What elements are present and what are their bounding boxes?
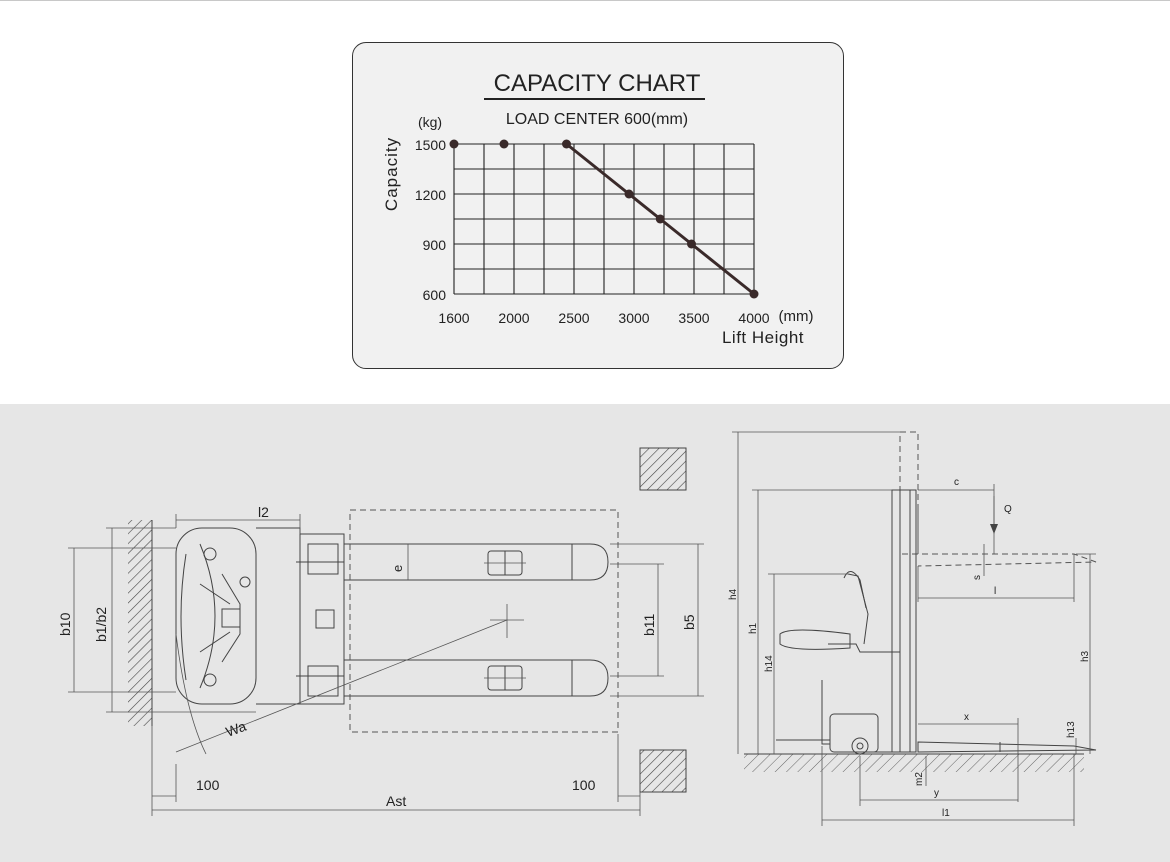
fork-lower [343, 659, 609, 697]
dim-label-h3: h3 [1080, 650, 1091, 662]
dim-label-b1-b2: b1/b2 [93, 607, 109, 642]
series-point [749, 289, 759, 299]
dim-label-q: Q [1004, 504, 1012, 515]
y-tick-label: 1500 [415, 137, 446, 153]
dim-label-l2: l2 [258, 504, 269, 520]
dim-label-b5: b5 [681, 614, 697, 630]
dimension-drawing-panel: Wa l2 b10 b1/b2 e b11 [0, 404, 1170, 862]
dim-label-b10: b10 [57, 612, 73, 636]
ground-hatch [744, 754, 1084, 772]
dim-label-b11: b11 [641, 613, 657, 636]
dim-label-h14: h14 [764, 655, 775, 672]
dim-label-l1: l1 [942, 808, 950, 819]
x-axis-label: Lift Height [722, 328, 804, 347]
chart-title: CAPACITY CHART [494, 70, 701, 97]
dim-label-x: x [964, 712, 969, 723]
chart-series [449, 139, 759, 299]
dim-label-ast: Ast [386, 793, 406, 809]
chart-subtitle: LOAD CENTER 600(mm) [506, 111, 688, 128]
capacity-chart: CAPACITY CHART LOAD CENTER 600(mm) (kg) … [382, 70, 814, 347]
x-unit-label: (mm) [779, 308, 814, 325]
y-axis-label: Capacity [382, 137, 401, 211]
dim-label-h1: h1 [748, 622, 759, 634]
series-point [499, 139, 509, 149]
series-point [562, 139, 571, 149]
plan-view: Wa l2 b10 b1/b2 e b11 [57, 447, 704, 816]
truck-body-outline [175, 527, 257, 705]
y-tick-label: 600 [423, 287, 447, 303]
y-tick-label: 900 [423, 237, 447, 253]
dim-label-h13: h13 [1066, 721, 1077, 738]
chart-tick-labels: 600 900 1200 1500 1600 2000 2500 3000 3500 4000 [415, 137, 770, 326]
y-unit-label: (kg) [418, 114, 442, 130]
series-point [449, 139, 459, 149]
wall-hatch-left [128, 520, 152, 726]
x-tick-label: 2000 [498, 310, 529, 326]
x-tick-label: 3000 [618, 310, 649, 326]
x-tick-label: 3500 [678, 310, 709, 326]
chart-grid [453, 143, 755, 295]
dim-label-c: c [954, 477, 959, 488]
pallet-dashed [349, 509, 619, 733]
dim-label-wa: Wa [224, 718, 249, 740]
y-tick-label: 1200 [415, 187, 446, 203]
wall-hatch-bottom-right [639, 749, 687, 793]
top-rule [0, 0, 1170, 1]
dim-label-h4: h4 [728, 588, 739, 600]
dim-label-e: e [390, 565, 405, 572]
dim-label-100-right: 100 [572, 777, 596, 793]
x-tick-label: 2500 [558, 310, 589, 326]
dim-label-y: y [934, 788, 939, 799]
capacity-chart-card: CAPACITY CHART LOAD CENTER 600(mm) (kg) … [352, 42, 844, 369]
side-view: h4 h1 h14 c Q s l [728, 431, 1097, 826]
x-tick-label: 4000 [738, 310, 769, 326]
fork-upper [343, 543, 609, 581]
dim-label-s: s [972, 575, 983, 580]
dimension-drawings: Wa l2 b10 b1/b2 e b11 [57, 431, 1097, 826]
series-point [687, 239, 696, 249]
dim-label-l: l [994, 586, 996, 597]
series-point [655, 214, 665, 224]
series-point [624, 189, 634, 199]
wall-hatch-top-right [639, 447, 687, 491]
dim-label-m2: m2 [914, 772, 925, 786]
mast-extended-dashed [899, 431, 919, 555]
dim-label-100-left: 100 [196, 777, 220, 793]
x-tick-label: 1600 [438, 310, 469, 326]
